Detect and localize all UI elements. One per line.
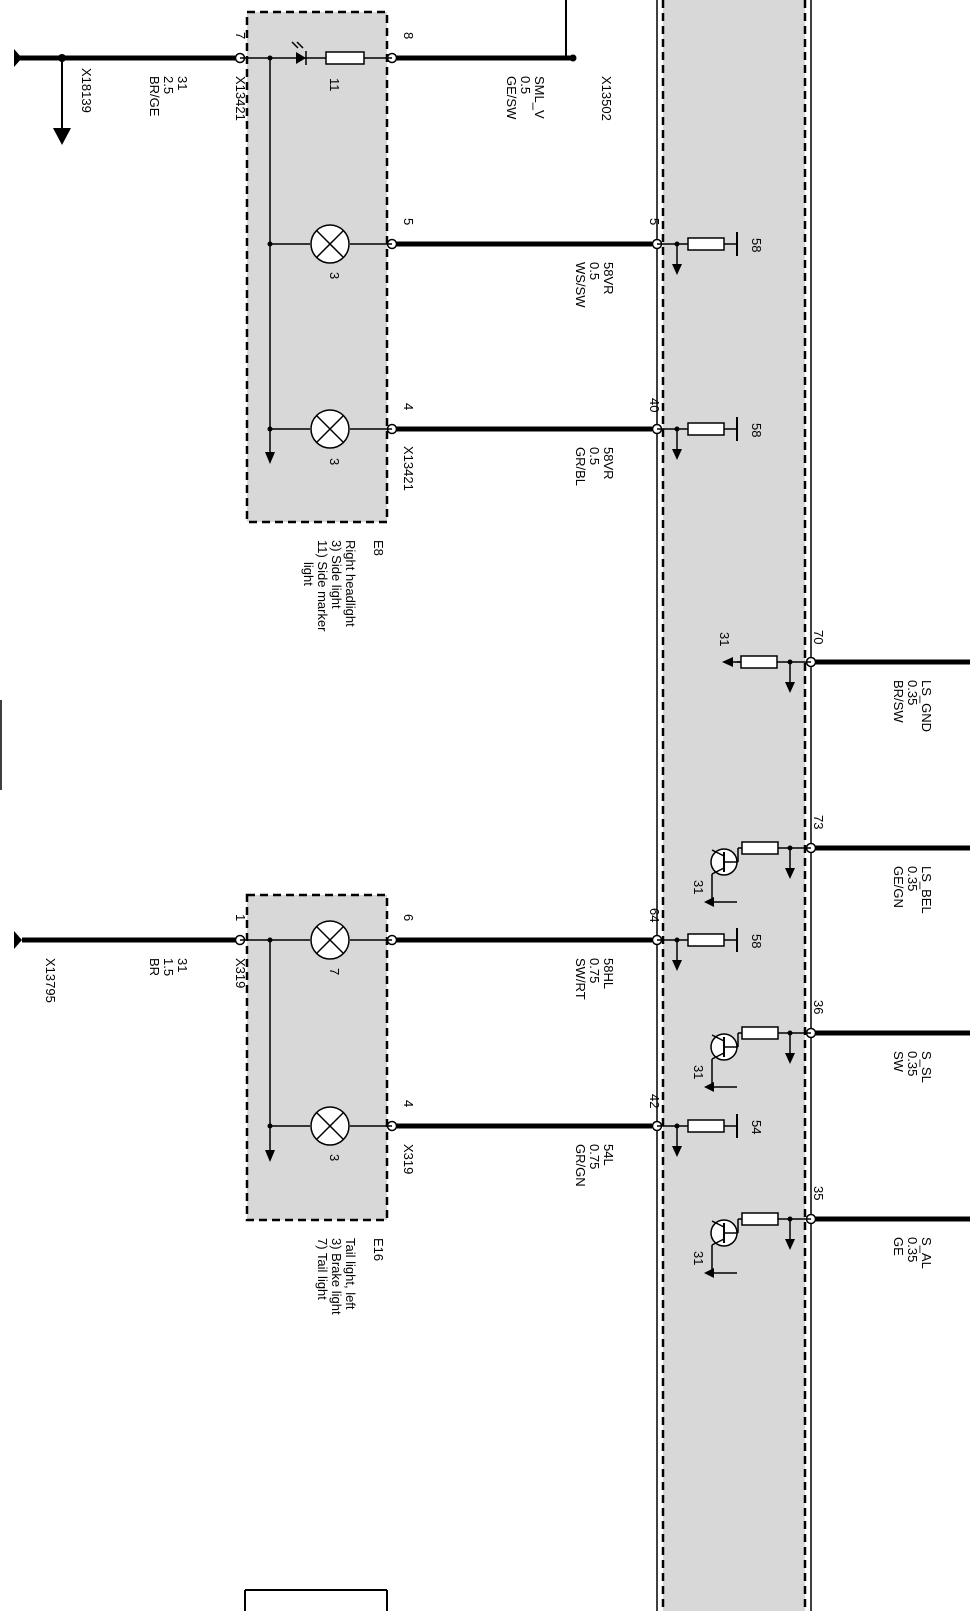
component-e8-box <box>245 10 389 524</box>
wire-label: 54L <box>601 1144 616 1166</box>
connector-label: X319 <box>401 1144 416 1174</box>
wire-label: 31 <box>175 76 190 90</box>
component-e8-line: 11) Side marker <box>315 540 330 632</box>
pin-label: 36 <box>811 1000 826 1014</box>
wire-label: BR <box>147 958 162 976</box>
wire-label: BR/SW <box>891 680 906 723</box>
component-e16-line: 7) Tail light <box>315 1238 330 1300</box>
side-marker-light-icon <box>291 41 365 65</box>
component-e16-line: 3) Brake light <box>329 1238 344 1315</box>
connector-label: X18139 <box>79 68 94 113</box>
transistor-icon <box>704 1212 811 1278</box>
wire-label: GR/BL <box>573 447 588 486</box>
e8-internal-wiring <box>240 55 392 464</box>
terminal-label: 31 <box>691 1251 706 1265</box>
bulb-icon <box>310 1106 350 1146</box>
component-e8-line: 3) Side light <box>329 540 344 609</box>
bulb-number: 7 <box>327 968 342 975</box>
pin-label: 73 <box>811 815 826 829</box>
pin-label: 42 <box>647 1094 662 1108</box>
component-e16-line: Tail light, left <box>343 1238 358 1310</box>
pin-label: 70 <box>811 630 826 644</box>
pin-label: 4 <box>401 1100 416 1107</box>
control-module-body <box>663 0 805 1611</box>
terminal-x13795 <box>14 931 22 949</box>
wire-label: 1.5 <box>161 958 176 976</box>
wire-label: S_SL <box>919 1051 934 1083</box>
pin-label: 64 <box>647 908 662 922</box>
pin-label: 5 <box>401 218 416 225</box>
ground-arrow-down <box>53 128 71 145</box>
wire-label: 58VR <box>601 262 616 295</box>
wire-label: 0.75 <box>587 1144 602 1169</box>
terminal-label: 58 <box>749 238 764 252</box>
component-e8-line: Right headlight <box>343 540 358 627</box>
wire-label: LS_BEL <box>919 866 934 914</box>
wire-label: GR/GN <box>573 1144 588 1187</box>
wire-label: BR/GE <box>147 76 162 117</box>
wire-label: 58HL <box>601 958 616 989</box>
module-resistor-58-c <box>657 928 738 971</box>
module-resistor-54 <box>657 1114 738 1157</box>
pin-label: 7 <box>233 32 248 39</box>
bulb-number: 3 <box>327 272 342 279</box>
wire-label: 0.75 <box>587 958 602 983</box>
pin-label: 6 <box>401 914 416 921</box>
wire-label: 0.35 <box>905 1051 920 1076</box>
pin-label: 8 <box>401 32 416 39</box>
wire-label: SW <box>891 1051 906 1073</box>
transistor-icon <box>704 841 811 907</box>
bulb-number: 3 <box>327 458 342 465</box>
wire-label: 58VR <box>601 447 616 480</box>
bulb-icon <box>310 920 350 960</box>
component-e8-id: E8 <box>371 540 386 556</box>
component-e8-line: light <box>301 562 316 586</box>
wire-label: 0.35 <box>905 866 920 891</box>
terminal-x18139 <box>14 49 22 67</box>
pin-label: 1 <box>233 914 248 921</box>
terminal-label: 58 <box>749 934 764 948</box>
wire-label: 2.5 <box>161 76 176 94</box>
terminal-label: 31 <box>691 1065 706 1079</box>
connector-label: X13795 <box>43 958 58 1003</box>
connector-label: X13421 <box>233 76 248 121</box>
wire-label: SW/RT <box>573 958 588 1000</box>
connector-label: X319 <box>233 958 248 988</box>
wire-label: LS_GND <box>919 680 934 732</box>
wire-label: 0.35 <box>905 1237 920 1262</box>
terminal-label: 54 <box>749 1120 764 1134</box>
connector-label: X13502 <box>599 76 614 121</box>
pin-label: 5 <box>647 218 662 225</box>
bulb-number: 3 <box>327 1154 342 1161</box>
module-resistor-58-a <box>657 232 738 275</box>
module-resistor-ls-gnd <box>722 655 811 693</box>
e16-internal-wiring <box>240 937 392 1162</box>
wire-label: GE <box>891 1237 906 1256</box>
terminal-label: 31 <box>717 632 732 646</box>
wire-label: 0.5 <box>518 76 533 94</box>
terminal-label: 31 <box>691 880 706 894</box>
terminal-label: 58 <box>749 423 764 437</box>
wire-label: 0.35 <box>905 680 920 705</box>
wire-label: GE/GN <box>891 866 906 908</box>
wire-label: 31 <box>175 958 190 972</box>
wire-label: S_AL <box>919 1237 934 1269</box>
bulb-icon <box>310 409 350 449</box>
module-resistor-58-b <box>657 417 738 460</box>
connector-label: X13421 <box>401 446 416 491</box>
wire-label: WS/SW <box>573 262 588 308</box>
pin-label: 35 <box>811 1186 826 1200</box>
pin-label: 4 <box>401 403 416 410</box>
bulb-number: 11 <box>327 78 342 92</box>
wire-label: GE/SW <box>504 76 519 120</box>
bulb-icon <box>310 224 350 264</box>
transistor-icon <box>704 1026 811 1092</box>
wire-label: 0.5 <box>587 447 602 465</box>
wire-label: SML_V <box>532 76 547 119</box>
pin-label: 40 <box>647 398 662 412</box>
wire-label: 0.5 <box>587 262 602 280</box>
component-e16-id: E16 <box>371 1238 386 1261</box>
